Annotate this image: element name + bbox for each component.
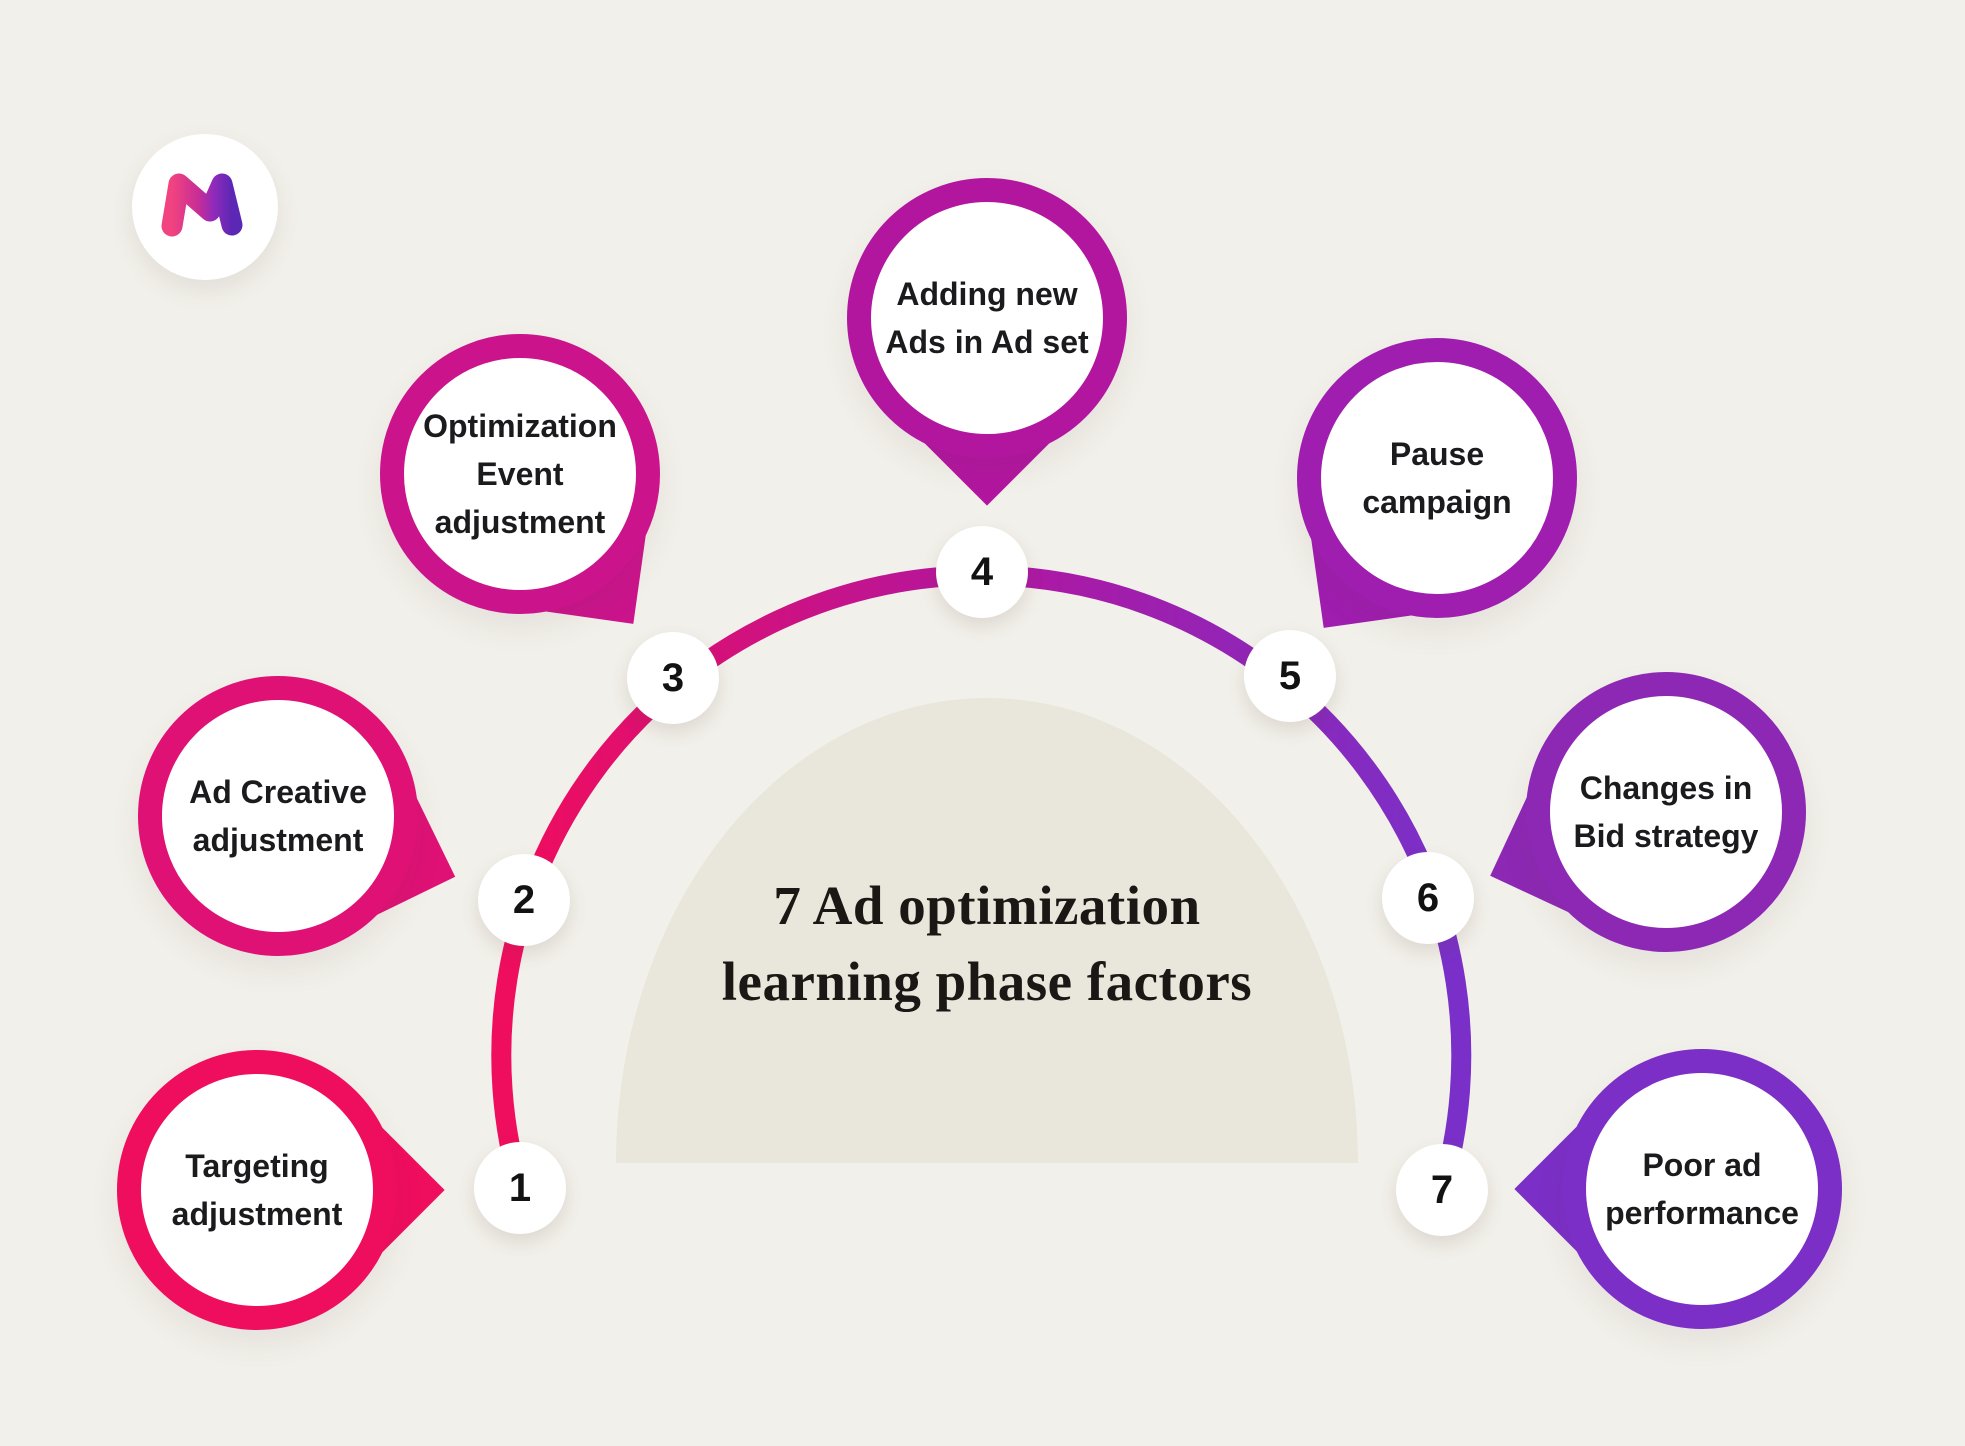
page-title: 7 Ad optimization learning phase factors xyxy=(637,868,1337,1020)
step-node-7: 7 xyxy=(1396,1144,1488,1236)
step-node-6: 6 xyxy=(1382,852,1474,944)
step-node-1: 1 xyxy=(474,1142,566,1234)
bubble-label: Ad Creative adjustment xyxy=(189,774,367,858)
metricool-m-icon xyxy=(161,173,243,237)
step-node-3: 3 xyxy=(627,632,719,724)
step-number: 7 xyxy=(1430,1167,1454,1212)
step-number: 2 xyxy=(512,877,536,922)
factor-bubble-6: Changes in Bid strategy xyxy=(1526,672,1806,952)
factor-bubble-1: Targeting adjustment xyxy=(117,1050,397,1330)
step-number: 4 xyxy=(970,549,994,594)
factor-bubble-7: Poor ad performance xyxy=(1562,1049,1842,1329)
brand-logo xyxy=(132,134,278,280)
bubble-label: Poor ad performance xyxy=(1605,1147,1799,1231)
bubble-label: Pause campaign xyxy=(1362,436,1512,520)
bubble-label: Adding new Ads in Ad set xyxy=(885,276,1089,360)
title-line-2: learning phase factors xyxy=(721,951,1253,1012)
factor-bubble-3: Optimization Event adjustment xyxy=(380,334,660,614)
step-number: 6 xyxy=(1416,875,1440,920)
bubble-label: Optimization Event adjustment xyxy=(423,408,617,540)
step-node-2: 2 xyxy=(478,854,570,946)
bubble-label: Targeting adjustment xyxy=(171,1148,343,1232)
step-number: 5 xyxy=(1278,653,1302,698)
step-node-4: 4 xyxy=(936,526,1028,618)
factor-bubble-5: Pause campaign xyxy=(1297,338,1577,618)
factor-bubble-2: Ad Creative adjustment xyxy=(138,676,418,956)
factor-bubble-4: Adding new Ads in Ad set xyxy=(847,178,1127,458)
bubble-label: Changes in Bid strategy xyxy=(1573,770,1759,854)
step-number: 3 xyxy=(661,655,685,700)
step-number: 1 xyxy=(508,1165,532,1210)
step-node-5: 5 xyxy=(1244,630,1336,722)
title-line-1: 7 Ad optimization xyxy=(773,875,1201,936)
